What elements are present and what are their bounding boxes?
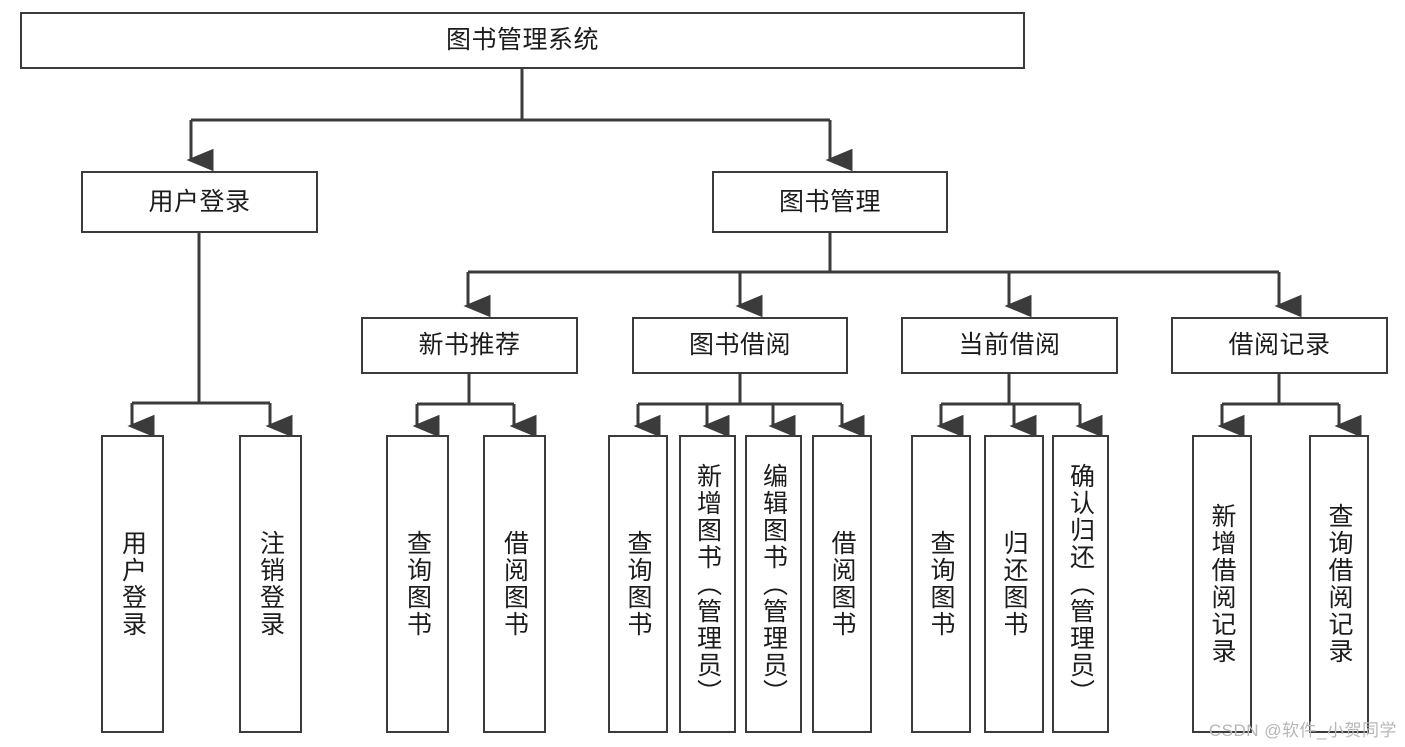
node-current-borrow[interactable]: 当前借阅 bbox=[901, 317, 1118, 374]
node-leaf-add-borrow-record-label: 新增借阅记录 bbox=[1208, 503, 1236, 665]
node-leaf-query-borrow-record[interactable]: 查询借阅记录 bbox=[1309, 435, 1369, 733]
node-leaf-query-book-3[interactable]: 查询图书 bbox=[911, 435, 971, 733]
node-book-borrow-label: 图书借阅 bbox=[688, 331, 791, 359]
node-leaf-return-book[interactable]: 归还图书 bbox=[984, 435, 1044, 733]
node-leaf-add-borrow-record[interactable]: 新增借阅记录 bbox=[1192, 435, 1252, 733]
node-leaf-user-logout[interactable]: 注销登录 bbox=[239, 435, 302, 733]
node-new-book-rec-label: 新书推荐 bbox=[418, 331, 521, 359]
node-book-manage[interactable]: 图书管理 bbox=[712, 171, 948, 233]
node-leaf-user-logout-label: 注销登录 bbox=[256, 530, 285, 638]
node-leaf-confirm-return-admin-label: 确认归还（管理员） bbox=[1066, 462, 1095, 706]
node-leaf-query-book-1-label: 查询图书 bbox=[403, 530, 432, 638]
node-leaf-user-login-label: 用户登录 bbox=[118, 530, 147, 638]
node-leaf-add-book-admin-label: 新增图书（管理员） bbox=[693, 462, 722, 706]
csdn-watermark: CSDN @软件_小贺同学 bbox=[1208, 721, 1397, 740]
node-borrow-record-label: 借阅记录 bbox=[1228, 331, 1331, 359]
node-leaf-return-book-label: 归还图书 bbox=[1000, 530, 1028, 638]
node-leaf-query-book-2-label: 查询图书 bbox=[624, 530, 652, 638]
node-user-login[interactable]: 用户登录 bbox=[81, 171, 318, 233]
node-leaf-borrow-book-2[interactable]: 借阅图书 bbox=[812, 435, 872, 733]
node-current-borrow-label: 当前借阅 bbox=[958, 331, 1061, 359]
node-user-login-label: 用户登录 bbox=[148, 187, 251, 216]
node-leaf-edit-book-admin-label: 编辑图书（管理员） bbox=[759, 462, 788, 706]
node-leaf-edit-book-admin[interactable]: 编辑图书（管理员） bbox=[745, 435, 802, 733]
node-borrow-record[interactable]: 借阅记录 bbox=[1171, 317, 1388, 374]
node-leaf-borrow-book-2-label: 借阅图书 bbox=[828, 530, 856, 638]
node-leaf-query-book-2[interactable]: 查询图书 bbox=[608, 435, 668, 733]
node-leaf-confirm-return-admin[interactable]: 确认归还（管理员） bbox=[1052, 435, 1109, 733]
node-book-manage-label: 图书管理 bbox=[778, 187, 881, 216]
node-root-label: 图书管理系统 bbox=[445, 26, 599, 54]
node-leaf-user-login[interactable]: 用户登录 bbox=[101, 435, 164, 733]
node-new-book-rec[interactable]: 新书推荐 bbox=[361, 317, 578, 374]
node-leaf-query-book-1[interactable]: 查询图书 bbox=[386, 435, 449, 733]
node-leaf-query-book-3-label: 查询图书 bbox=[927, 530, 955, 638]
node-leaf-borrow-book-1[interactable]: 借阅图书 bbox=[483, 435, 546, 733]
node-leaf-query-borrow-record-label: 查询借阅记录 bbox=[1325, 503, 1353, 665]
node-root[interactable]: 图书管理系统 bbox=[20, 12, 1025, 69]
node-leaf-borrow-book-1-label: 借阅图书 bbox=[500, 530, 529, 638]
node-book-borrow[interactable]: 图书借阅 bbox=[632, 317, 848, 374]
node-leaf-add-book-admin[interactable]: 新增图书（管理员） bbox=[679, 435, 736, 733]
